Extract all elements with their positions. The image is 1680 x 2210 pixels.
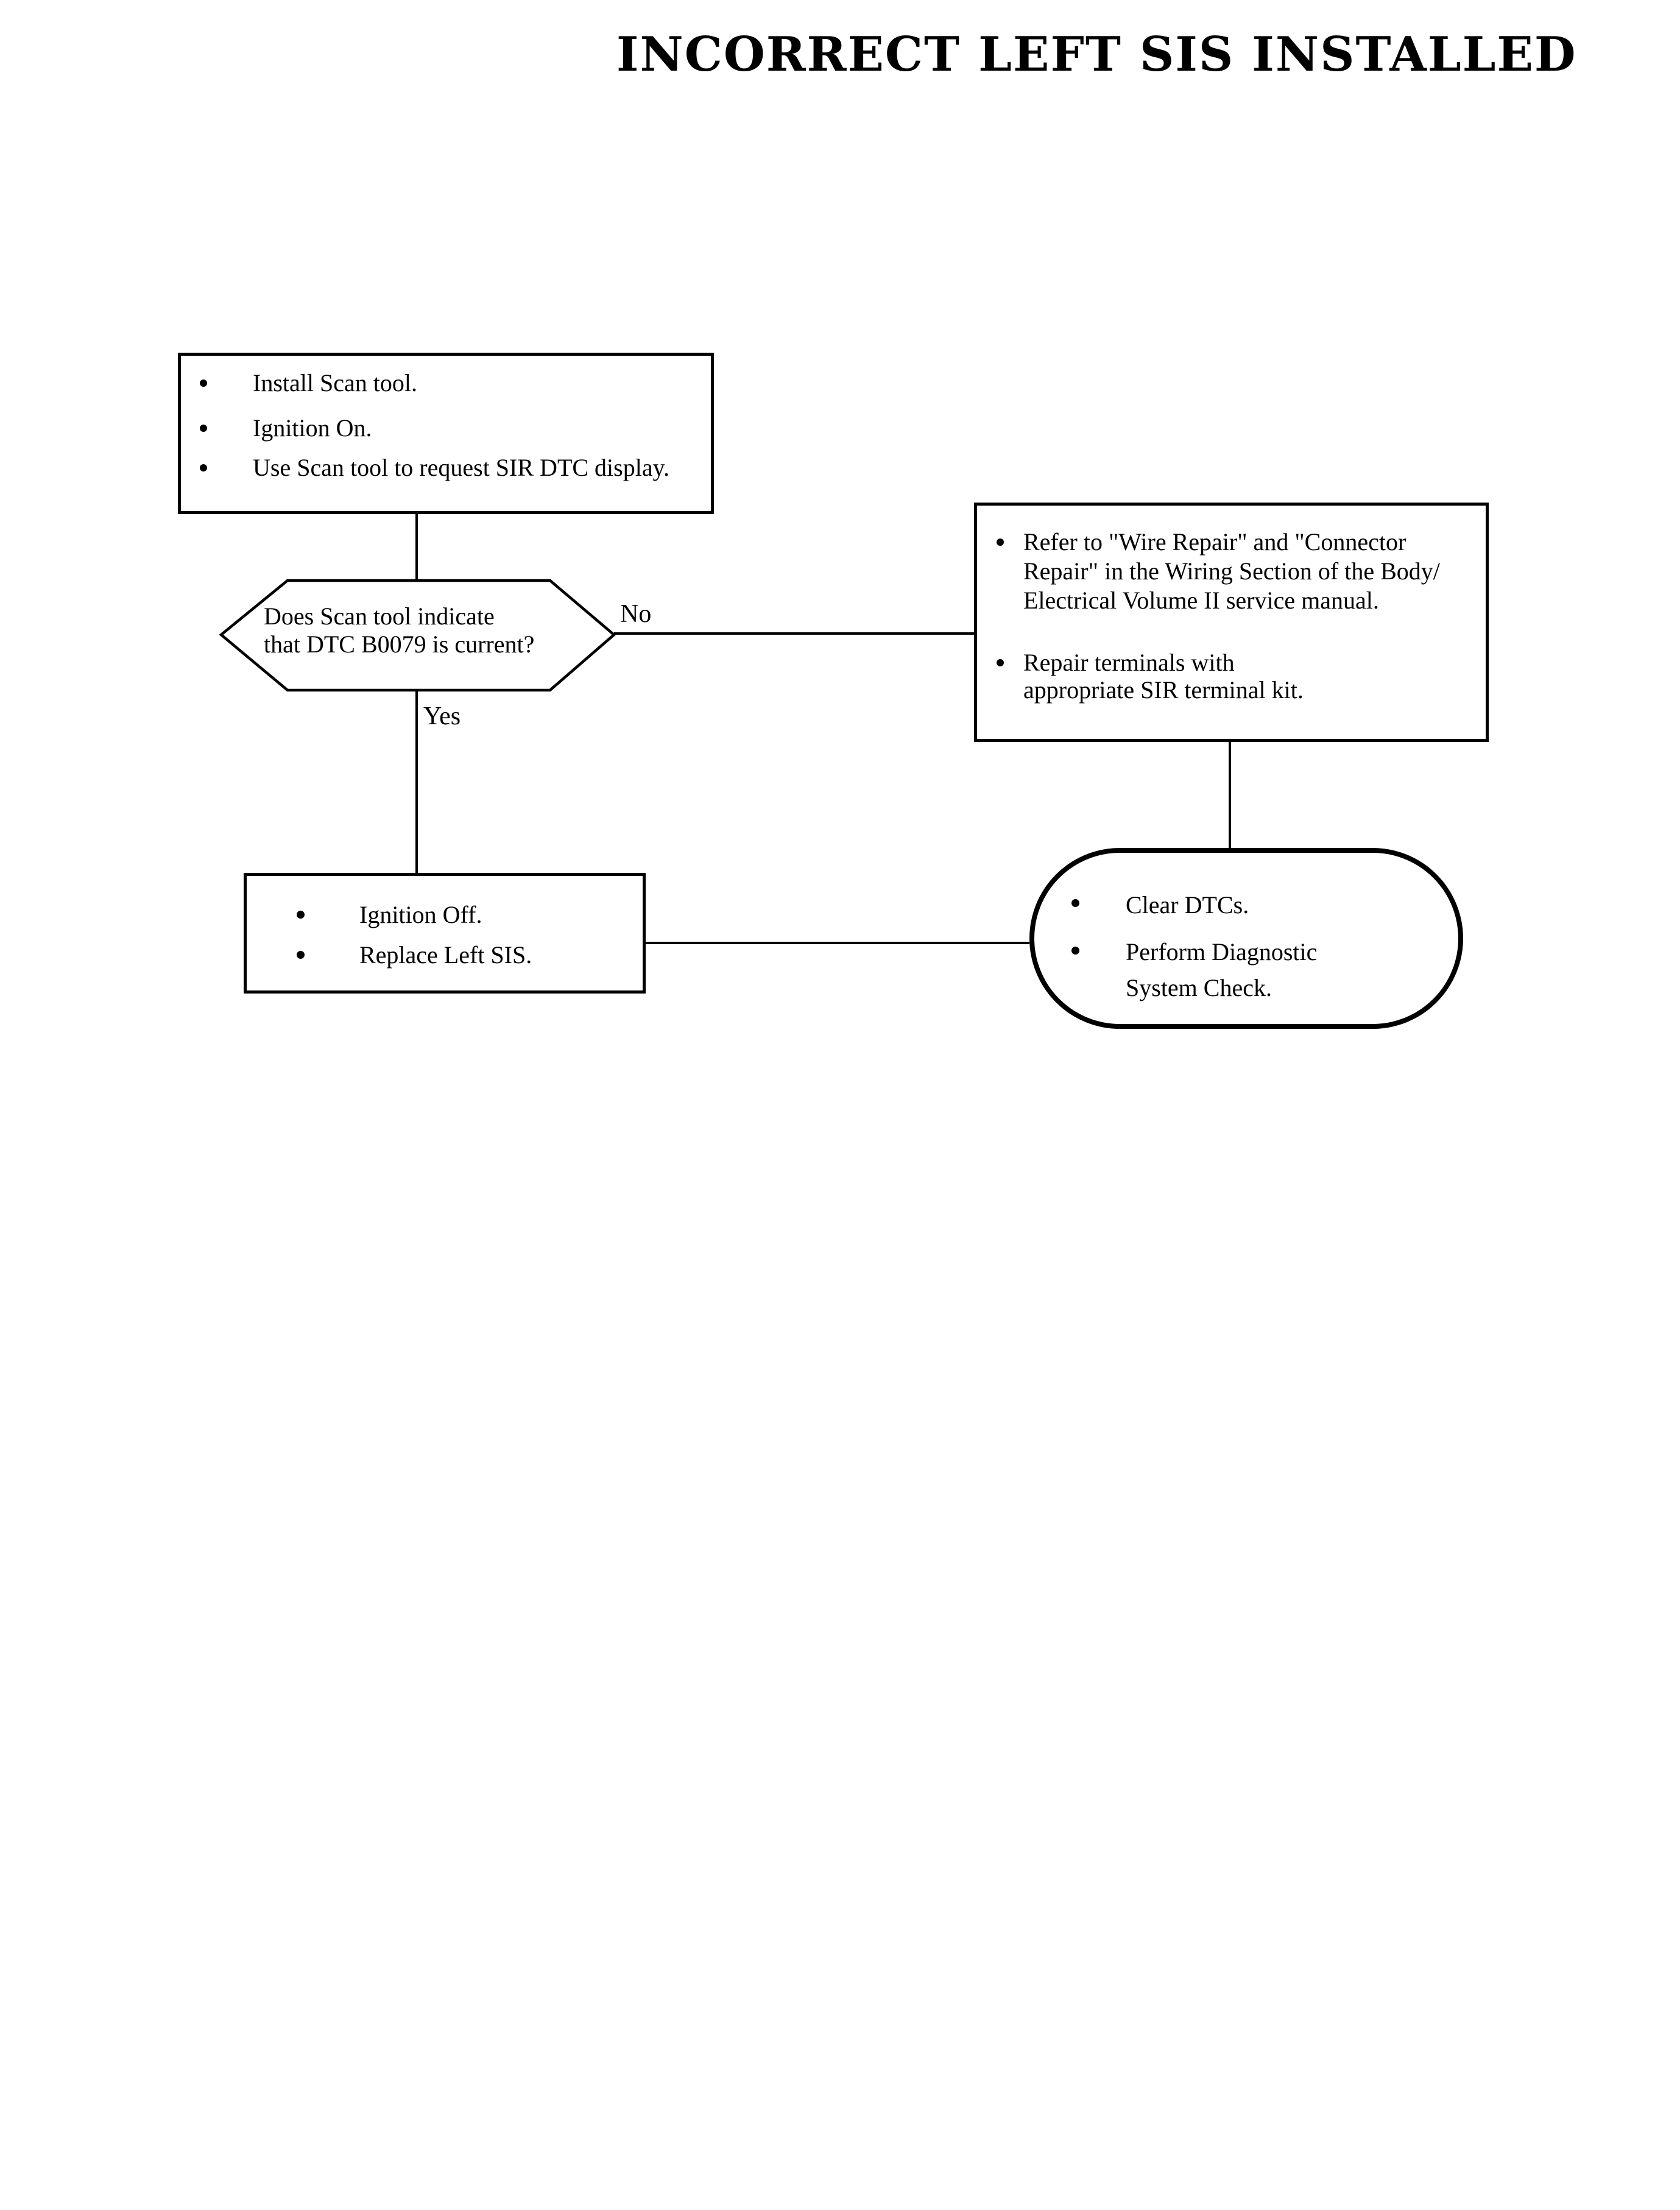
replace-step-2: Replace Left SIS. (359, 941, 532, 969)
yes-branch-label: Yes (423, 702, 461, 730)
start-step-2: Ignition On. (253, 414, 372, 442)
decision-question-line2: that DTC B0079 is current? (264, 630, 535, 658)
repair-process-box (974, 503, 1489, 742)
bullet-icon (1071, 899, 1079, 907)
start-step-1: Install Scan tool. (253, 369, 417, 397)
start-step-3: Use Scan tool to request SIR DTC display… (253, 454, 670, 481)
bullet-icon (997, 659, 1004, 666)
end-step-1: Clear DTCs. (1126, 891, 1249, 919)
bullet-icon (200, 464, 207, 471)
connector-replace-to-end (646, 942, 1029, 944)
connector-decision-to-replace (415, 690, 418, 873)
end-terminator (1029, 848, 1463, 1029)
start-process-box (178, 353, 714, 514)
repair-step-1-line3: Electrical Volume II service manual. (1023, 587, 1379, 614)
end-step-2-line2: System Check. (1126, 974, 1272, 1001)
connector-repair-to-end (1229, 742, 1231, 849)
repair-step-2-line2: appropriate SIR terminal kit. (1023, 676, 1304, 704)
page-title: INCORRECT LEFT SIS INSTALLED (616, 27, 1577, 82)
decision-question-line1: Does Scan tool indicate (264, 602, 495, 630)
bullet-icon (1071, 947, 1079, 955)
no-branch-label: No (620, 600, 652, 628)
end-step-2-line1: Perform Diagnostic (1126, 938, 1318, 966)
repair-step-1-line2: Repair" in the Wiring Section of the Bod… (1023, 557, 1440, 585)
bullet-icon (200, 425, 207, 432)
repair-step-2-line1: Repair terminals with (1023, 649, 1235, 676)
bullet-icon (200, 380, 207, 387)
decision-hexagon (219, 579, 616, 692)
bullet-icon (297, 911, 305, 919)
replace-process-box (244, 873, 646, 994)
bullet-icon (297, 951, 305, 959)
connector-decision-to-repair (614, 632, 974, 635)
replace-step-1: Ignition Off. (359, 901, 482, 928)
connector-start-to-decision (415, 514, 418, 582)
repair-step-1-line1: Refer to "Wire Repair" and "Connector (1023, 528, 1406, 556)
bullet-icon (997, 538, 1004, 546)
